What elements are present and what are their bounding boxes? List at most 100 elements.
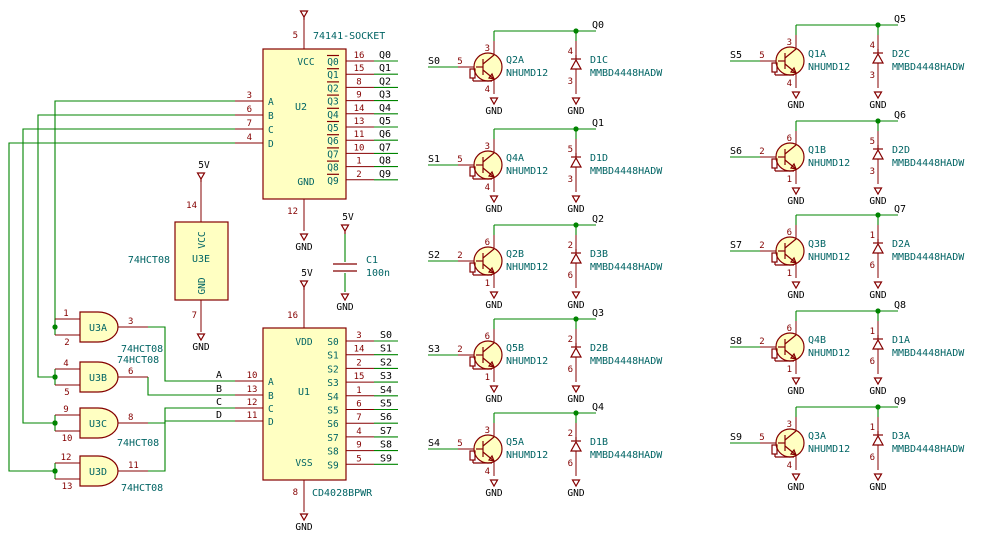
diode-triangle xyxy=(871,434,885,446)
driver-signal: S4 xyxy=(428,438,440,449)
power-symbol xyxy=(196,172,206,181)
junction-dot xyxy=(573,222,579,228)
ground-label: GND xyxy=(869,386,886,397)
transistor-ref: Q1A xyxy=(808,49,826,60)
ground-symbol xyxy=(791,377,801,386)
net-label: Q9 xyxy=(379,169,391,180)
transistor-arrow xyxy=(789,352,797,360)
diode-part: MMBD4448HADW xyxy=(892,252,965,263)
u2-input-pin-name: C xyxy=(268,125,274,136)
u2-output-pin-name: Q9 xyxy=(327,176,339,187)
u2-vcc-name: VCC xyxy=(297,57,314,68)
driver-base-pin: 2 xyxy=(457,345,462,355)
diode-pin-num: 5 xyxy=(870,137,875,147)
transistor-emitter xyxy=(482,357,495,368)
diode-pin-num: 6 xyxy=(568,271,573,281)
transistor-arrow xyxy=(487,72,495,80)
junction-dot xyxy=(875,212,881,218)
net-label: S8 xyxy=(380,440,392,451)
u2-input-pin-num: 6 xyxy=(247,105,252,115)
q-net-label: Q9 xyxy=(894,396,906,407)
ground-symbol xyxy=(299,233,309,242)
diode-triangle xyxy=(871,52,885,64)
transistor-part: NHUMD12 xyxy=(506,166,548,177)
ground-label: GND xyxy=(485,488,502,499)
ground-symbol xyxy=(873,91,883,100)
transistor-collector xyxy=(784,238,797,249)
u1-output-pin-num: 14 xyxy=(354,345,365,355)
transistor-ref: Q5A xyxy=(506,437,524,448)
ground-symbol xyxy=(571,291,581,300)
transistor-part: NHUMD12 xyxy=(506,68,548,79)
collector-pin-num: 3 xyxy=(787,38,792,48)
diode-triangle xyxy=(569,156,583,168)
u1-output-pin-name: S9 xyxy=(327,460,339,471)
ground-label: GND xyxy=(192,342,209,353)
transistor-arrow xyxy=(789,448,797,456)
diode-triangle xyxy=(871,242,885,254)
u1-output-pin-name: S3 xyxy=(327,378,338,389)
ground-label: GND xyxy=(567,488,584,499)
ground-symbol xyxy=(196,333,206,342)
ground-label: GND xyxy=(869,482,886,493)
ground-symbol xyxy=(791,473,801,482)
ground-symbol xyxy=(489,291,499,300)
ground-label: GND xyxy=(869,196,886,207)
u1-input-pin-num: 10 xyxy=(247,371,258,381)
diode-pin-num: 3 xyxy=(568,77,573,87)
u2-output-pin-name: Q6 xyxy=(327,136,339,147)
power-symbol xyxy=(340,224,350,233)
diode-part: MMBD4448HADW xyxy=(590,450,663,461)
q-net-label: Q7 xyxy=(894,204,906,215)
gate-ref: U3A xyxy=(89,323,107,334)
net-label: C xyxy=(216,397,222,408)
ground-symbol xyxy=(873,281,883,290)
transistor-collector xyxy=(482,436,495,447)
diode-pin-num: 1 xyxy=(870,231,875,241)
gate-out-b xyxy=(147,377,235,396)
emitter-pin-num: 4 xyxy=(485,183,490,193)
diode-ref: D2A xyxy=(892,239,910,250)
diode-pin-num: 2 xyxy=(568,335,573,345)
u1-output-pin-num: 15 xyxy=(354,372,365,382)
driver-signal: S3 xyxy=(428,344,440,355)
junction-dot xyxy=(573,410,579,416)
junction-dot xyxy=(875,22,881,28)
diode-ref: D3B xyxy=(590,249,608,260)
transistor-ref: Q1B xyxy=(808,145,826,156)
u2-input-pin-num: 4 xyxy=(247,133,252,143)
q-net-label: Q2 xyxy=(592,214,604,225)
transistor-arrow xyxy=(487,266,495,274)
gate-out-num: 3 xyxy=(128,317,133,327)
q-net-label: Q8 xyxy=(894,300,906,311)
net-label: D xyxy=(216,410,222,421)
u1-input-pin-name: A xyxy=(268,377,274,388)
transistor-part: NHUMD12 xyxy=(808,252,850,263)
driver-base-pin: 5 xyxy=(457,439,462,449)
junction-dot xyxy=(573,126,579,132)
ground-symbol xyxy=(791,91,801,100)
driver-base-pin: 2 xyxy=(759,147,764,157)
diode-pin-num: 4 xyxy=(568,47,573,57)
u1-output-pin-name: S0 xyxy=(327,337,339,348)
net-label: S4 xyxy=(380,385,392,396)
u1-output-pin-num: 9 xyxy=(356,441,361,451)
u2-ref: U2 xyxy=(295,102,307,113)
transistor-arrow xyxy=(789,256,797,264)
ground-label: GND xyxy=(485,204,502,215)
net-label: S1 xyxy=(380,344,392,355)
diode-ref: D1A xyxy=(892,335,910,346)
u1-output-pin-name: S4 xyxy=(327,392,339,403)
diode-ref: D1C xyxy=(590,55,608,66)
net-label: A xyxy=(216,370,222,381)
u2-output-pin-name: Q4 xyxy=(327,110,339,121)
u1-output-pin-name: S7 xyxy=(327,433,338,444)
u2-output-pin-num: 14 xyxy=(354,104,365,114)
and-gate-body xyxy=(79,455,119,487)
diode-triangle xyxy=(569,346,583,358)
transistor-emitter xyxy=(784,159,797,170)
driver-base-pin: 2 xyxy=(457,251,462,261)
transistor-collector xyxy=(784,48,797,59)
u2-part-name: 74141-SOCKET xyxy=(313,31,385,42)
ground-label: GND xyxy=(787,100,804,111)
